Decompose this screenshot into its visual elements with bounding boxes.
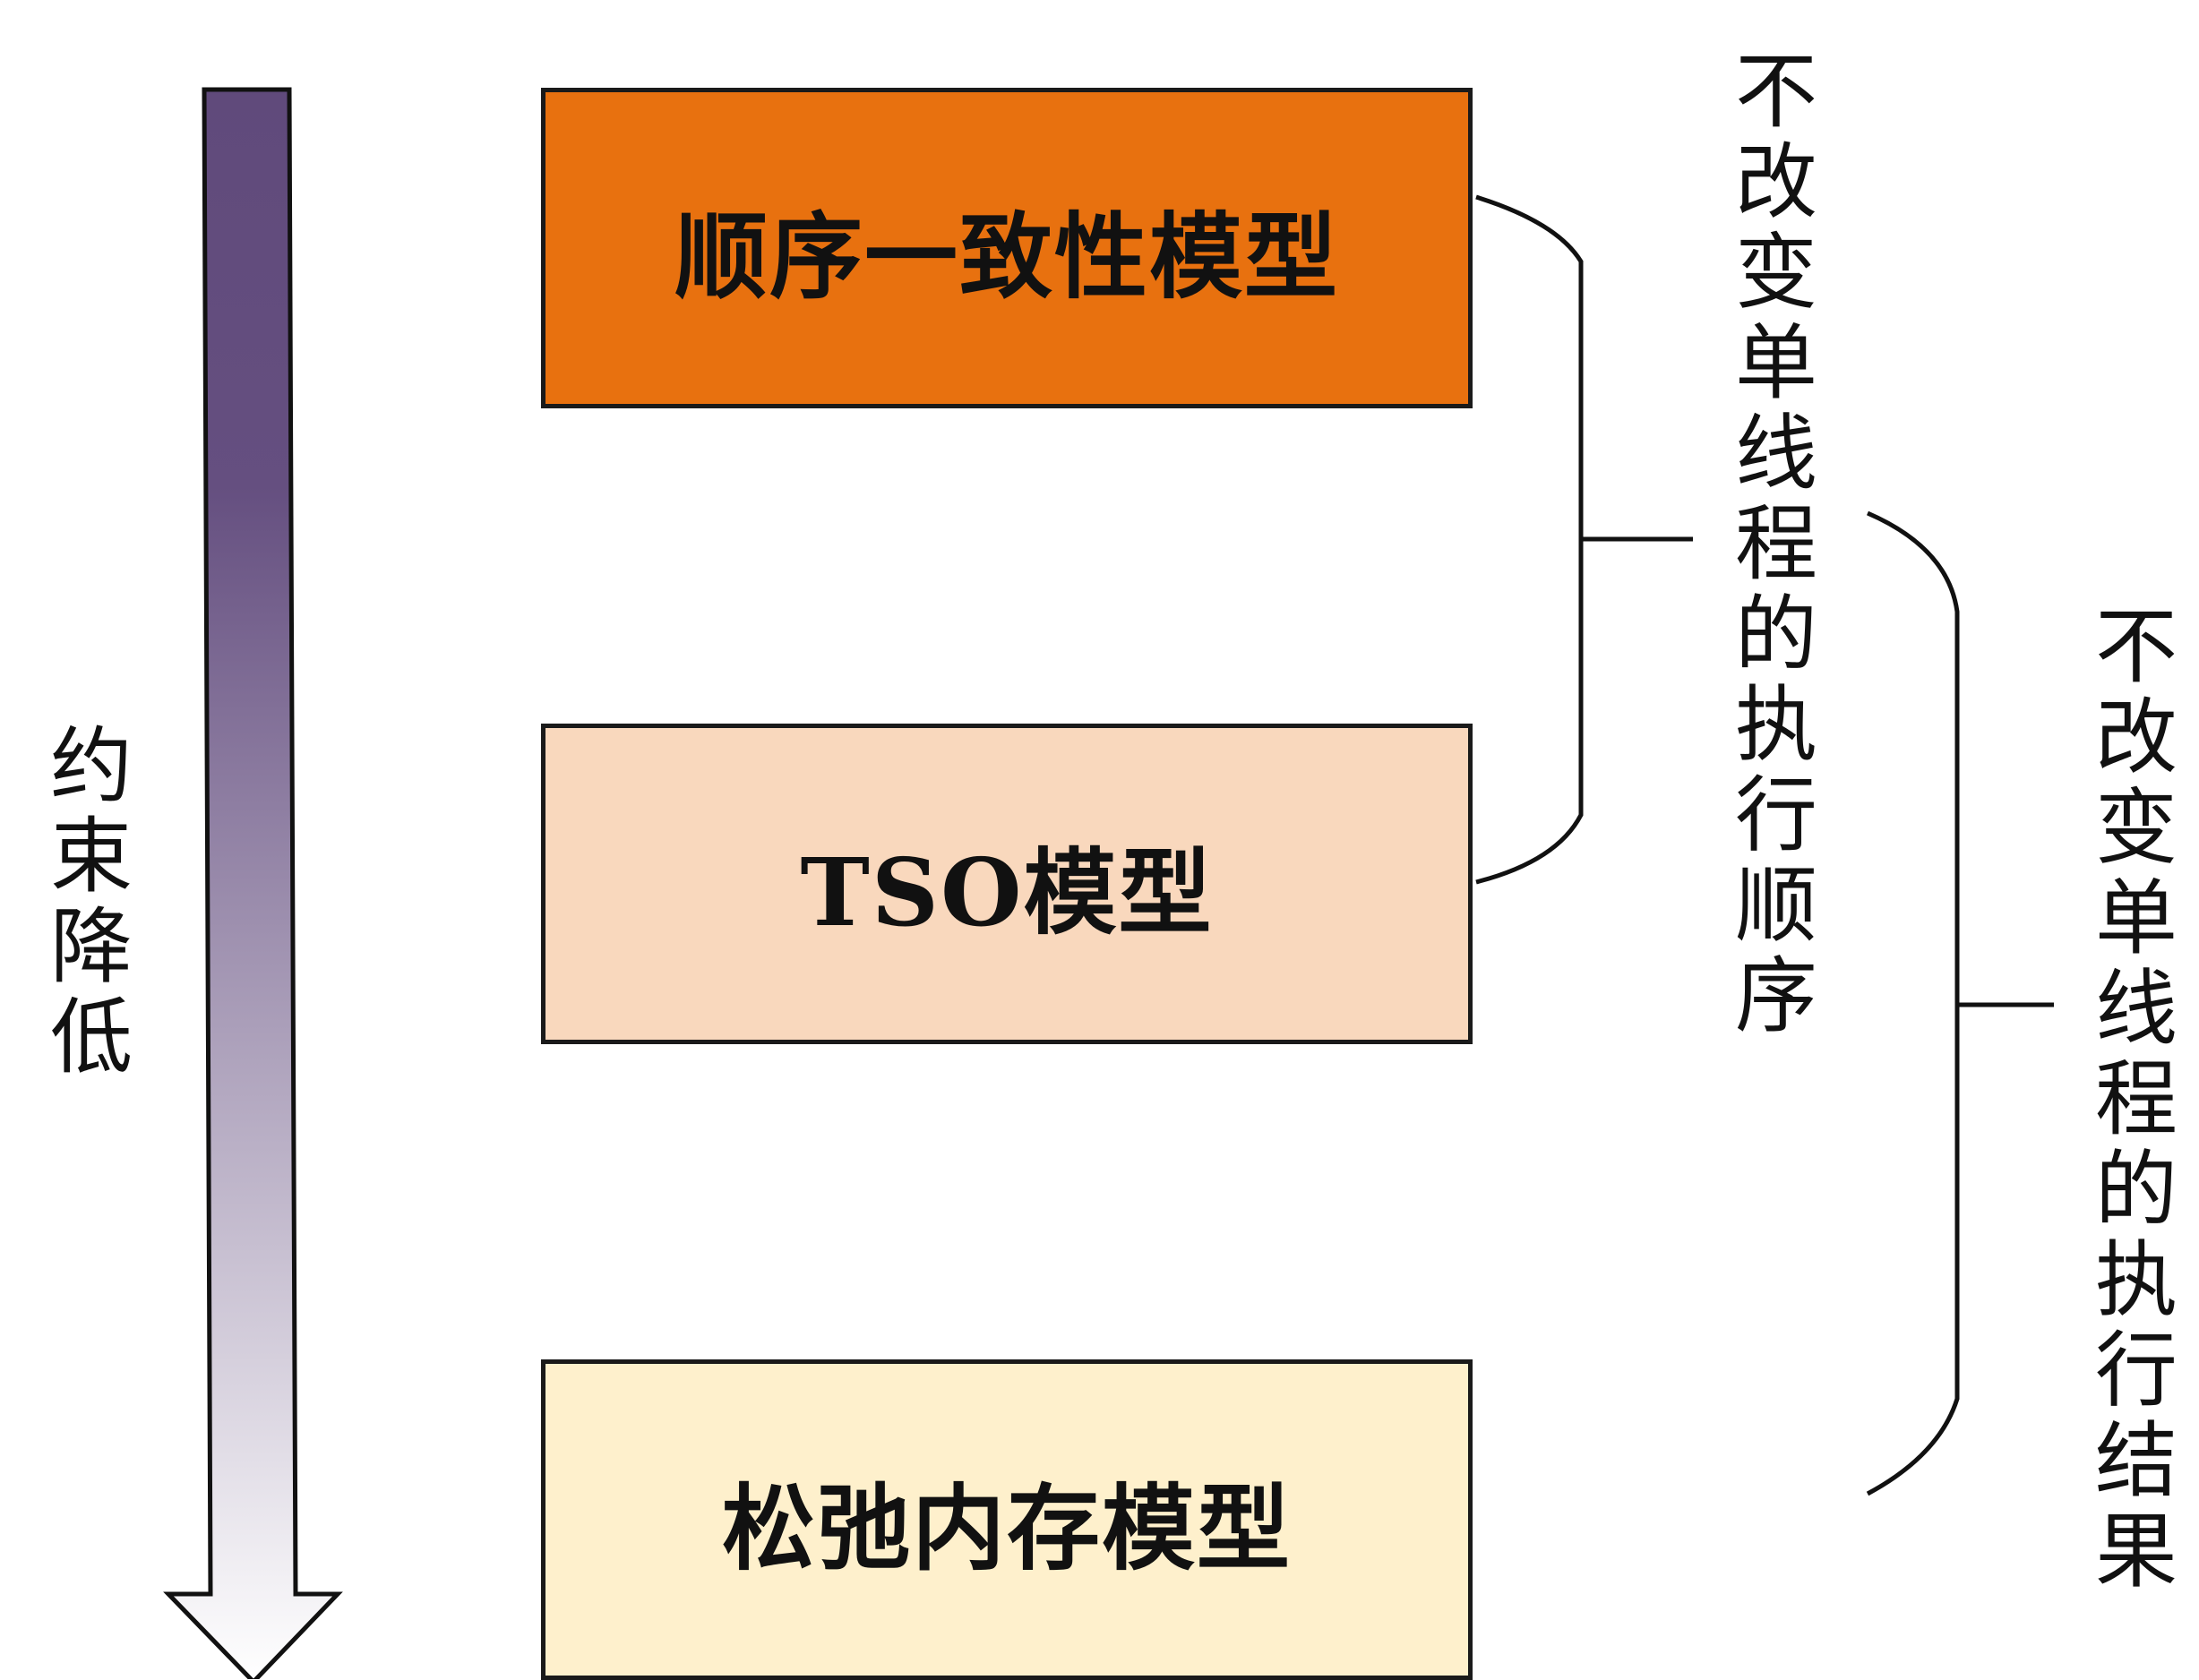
vertical-char: 降 — [49, 899, 133, 995]
vertical-char: 行 — [2094, 1323, 2178, 1419]
tso-model-box: TSO模型 — [541, 724, 1473, 1044]
vertical-char: 改 — [1734, 134, 1817, 230]
vertical-char: 的 — [2094, 1142, 2178, 1238]
vertical-char: 行 — [1734, 767, 1817, 863]
vertical-char: 顺 — [1734, 858, 1817, 954]
keep-execution-order-label: 不改变单线程的执行顺序 — [1731, 47, 1821, 1041]
vertical-char: 约 — [49, 718, 133, 814]
vertical-char: 结 — [2094, 1413, 2178, 1509]
relaxed-memory-model-label: 松弛内存模型 — [721, 1472, 1292, 1583]
vertical-char: 束 — [49, 809, 133, 904]
vertical-char: 执 — [1734, 677, 1817, 773]
vertical-char: 改 — [2094, 690, 2178, 785]
keep-execution-result-label: 不改变单线程的执行结果 — [2092, 602, 2181, 1597]
sequential-consistency-model-label: 顺序一致性模型 — [674, 201, 1339, 312]
tso-model-label: TSO模型 — [800, 836, 1214, 947]
result-brace — [1866, 510, 1960, 1496]
relaxed-memory-model-box: 松弛内存模型 — [541, 1359, 1473, 1680]
vertical-char: 单 — [1734, 315, 1817, 411]
vertical-char: 果 — [2094, 1504, 2178, 1599]
vertical-char: 低 — [49, 990, 133, 1085]
vertical-char: 变 — [2094, 780, 2178, 876]
vertical-char: 线 — [2094, 961, 2178, 1057]
vertical-char: 程 — [2094, 1051, 2178, 1147]
vertical-char: 执 — [2094, 1232, 2178, 1328]
order-brace — [1475, 194, 1584, 885]
vertical-char: 的 — [1734, 587, 1817, 682]
vertical-char: 程 — [1734, 496, 1817, 592]
vertical-char: 变 — [1734, 225, 1817, 321]
constraint-decrease-label: 约束降低 — [47, 721, 136, 1083]
constraint-down-arrow — [163, 87, 343, 1679]
vertical-char: 线 — [1734, 406, 1817, 501]
vertical-char: 单 — [2094, 870, 2178, 966]
sequential-consistency-model-box: 顺序一致性模型 — [541, 88, 1473, 408]
vertical-char: 序 — [1734, 948, 1817, 1044]
vertical-char: 不 — [2094, 599, 2178, 695]
vertical-char: 不 — [1734, 44, 1817, 140]
